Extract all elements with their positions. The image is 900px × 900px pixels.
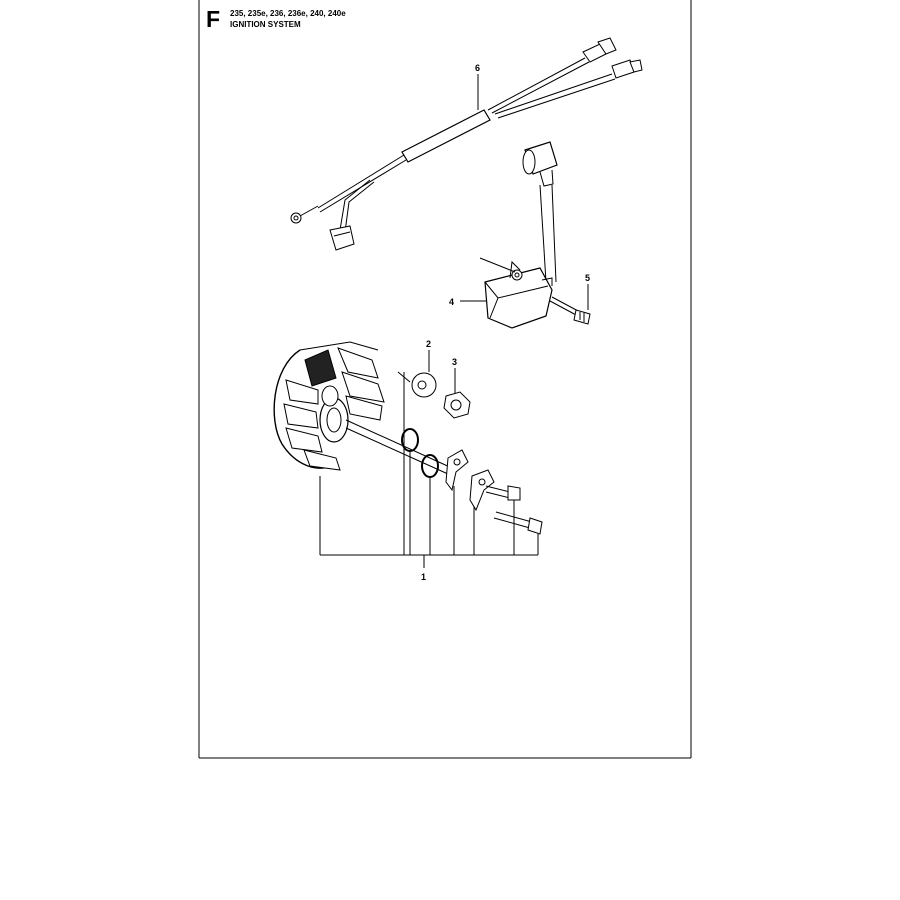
screw-drawing [549, 296, 591, 325]
callout-1: 1 [421, 572, 426, 582]
spring-rings-drawing [401, 428, 439, 478]
model-list: 235, 235e, 236, 236e, 240, 240e [230, 9, 346, 18]
flywheel-drawing [273, 341, 453, 475]
callout-4: 4 [449, 297, 454, 307]
ignition-module-drawing [479, 141, 558, 329]
section-letter: F [206, 6, 221, 32]
leader-lines [319, 74, 589, 568]
page-border [198, 0, 692, 759]
callout-3: 3 [452, 357, 457, 367]
cable-harness-drawing [290, 37, 643, 251]
nut-drawing [443, 391, 471, 419]
pawl-plates-drawing [445, 449, 495, 512]
callout-2: 2 [426, 339, 431, 349]
callout-5: 5 [585, 273, 590, 283]
callout-6: 6 [475, 63, 480, 73]
diagram-title: IGNITION SYSTEM [230, 20, 301, 29]
washer-drawing [397, 371, 437, 398]
callout-labels: 6 4 5 2 3 1 [421, 63, 590, 582]
bolts-drawing [485, 485, 543, 535]
